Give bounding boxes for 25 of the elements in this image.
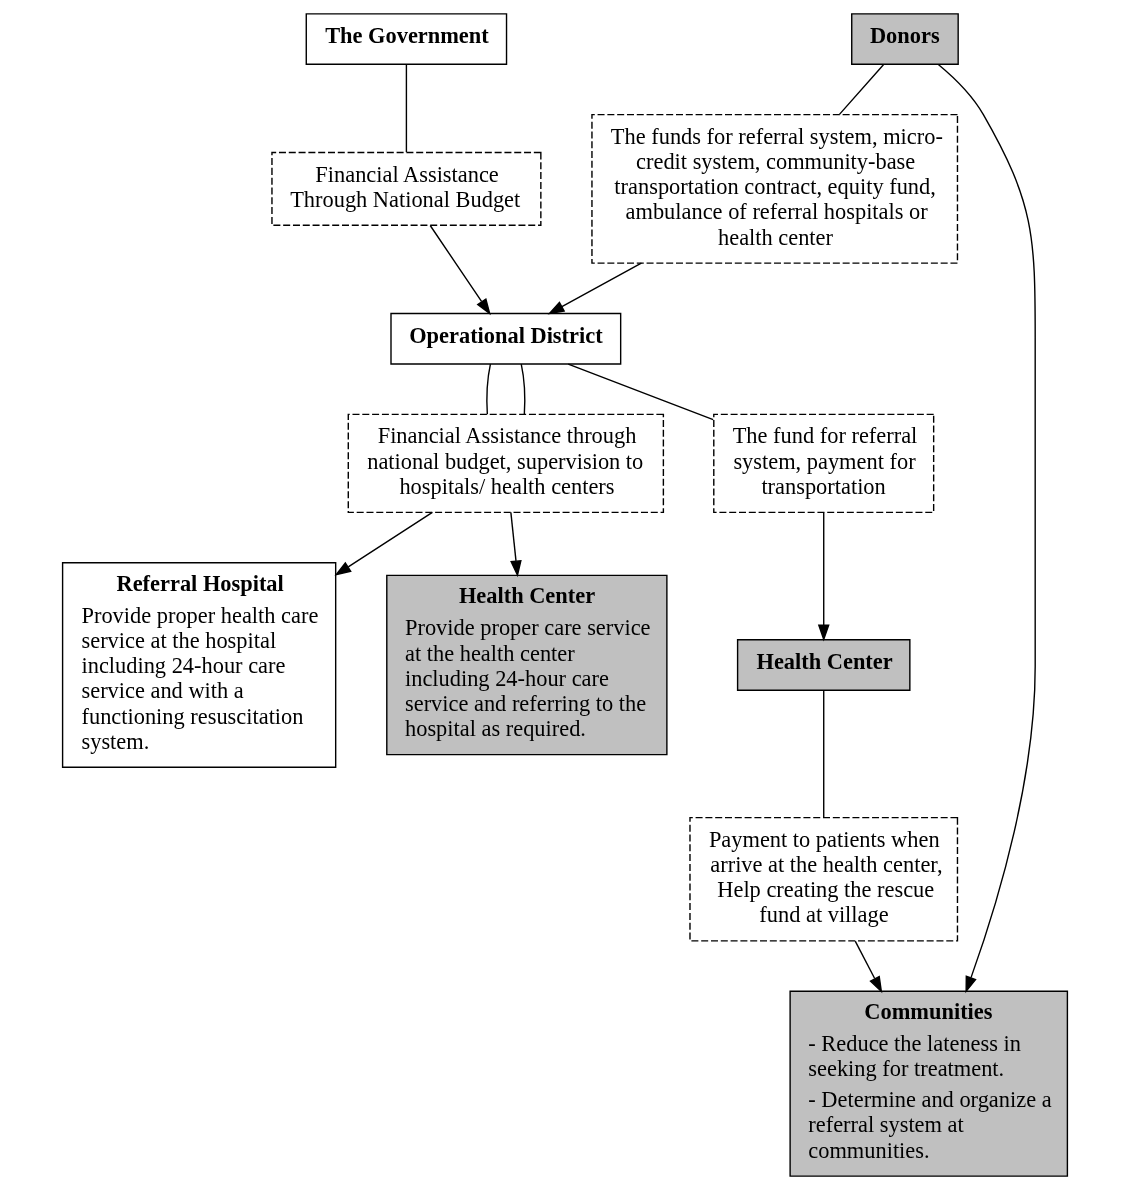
- node-box: Financial Assistance Through National Budget: [271, 151, 542, 226]
- node-box: Operational District: [390, 312, 622, 365]
- arrow: [854, 940, 883, 994]
- arrow: [429, 224, 491, 316]
- node-box: Financial Assistance through national budget, supervision to hospitals/ health centers: [347, 413, 665, 514]
- arrow: [937, 63, 1036, 994]
- node-box: Donors: [851, 13, 959, 65]
- connector: [838, 64, 885, 115]
- connector: [567, 363, 714, 421]
- arrow: [817, 511, 830, 642]
- connector: [486, 363, 492, 415]
- node-box: Communities - Reduce the lateness in seeking for treatment. - Determine and organize a referral system at communities.: [789, 990, 1069, 1177]
- arrow: [334, 511, 434, 576]
- node-box: Health Center: [736, 639, 911, 691]
- node-box: The Government: [305, 13, 508, 65]
- connector: [405, 64, 408, 153]
- arrow: [547, 262, 643, 315]
- node-box: Payment to patients when arrive at the health center, Help creating the rescue fund at village: [689, 816, 959, 942]
- node-box: Referral Hospital Provide proper health care service at the hospital including 24-hour care service and with a functioning resuscitation system.: [61, 562, 337, 768]
- connector: [520, 363, 526, 415]
- arrow: [510, 511, 522, 578]
- node-box: Health Center Provide proper care service at the health center including 24-hour care service and referring to the hospital as required.: [386, 574, 668, 756]
- node-box: The funds for referral system, micro-credit system, community-base transportation contract, equity fund, ambulance of referral hospitals or health center: [591, 113, 959, 264]
- node-box: The fund for referral system, payment for transportation: [713, 413, 935, 514]
- connector: [823, 689, 825, 819]
